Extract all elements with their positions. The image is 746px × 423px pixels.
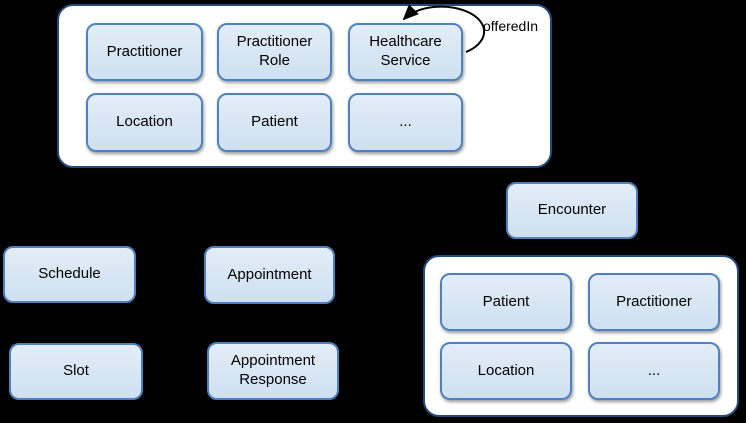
box-encounter: Encounter [506, 182, 638, 239]
box-ellipsis-label: ... [399, 113, 412, 131]
box-practitioner-encounter-group-label: Practitioner [616, 292, 692, 310]
box-patient-label: Patient [251, 113, 298, 131]
box-slot-label: Slot [63, 362, 89, 380]
box-healthcare-service-label: Healthcare Service [369, 33, 442, 69]
box-ellipsis-encounter-group: ... [588, 342, 720, 400]
box-healthcare-service: Healthcare Service [348, 23, 463, 81]
box-ellipsis: ... [348, 93, 463, 152]
box-location-encounter-group: Location [440, 342, 572, 400]
box-slot: Slot [9, 343, 143, 400]
box-appointment-response-label: Appointment Response [230, 352, 316, 388]
box-appointment: Appointment [204, 246, 335, 304]
box-practitioner-role-label: Practitioner Role [236, 33, 313, 69]
box-practitioner-label: Practitioner [106, 42, 183, 60]
box-appointment-label: Appointment [227, 265, 312, 283]
box-location: Location [86, 93, 203, 152]
box-ellipsis-encounter-group-label: ... [647, 361, 661, 379]
box-patient: Patient [217, 93, 332, 152]
box-appointment-response: Appointment Response [207, 342, 339, 400]
box-patient-encounter-group: Patient [440, 273, 572, 331]
box-location-label: Location [116, 113, 173, 131]
box-practitioner-encounter-group: Practitioner [588, 273, 720, 331]
offered-in-label: offeredIn [483, 18, 539, 34]
box-practitioner-role: Practitioner Role [217, 23, 332, 81]
box-location-encounter-group-label: Location [477, 361, 535, 379]
box-practitioner: Practitioner [86, 23, 203, 81]
box-encounter-label: Encounter [537, 201, 607, 219]
box-patient-encounter-group-label: Patient [482, 292, 530, 310]
box-schedule-label: Schedule [38, 265, 101, 283]
box-schedule: Schedule [3, 246, 136, 303]
